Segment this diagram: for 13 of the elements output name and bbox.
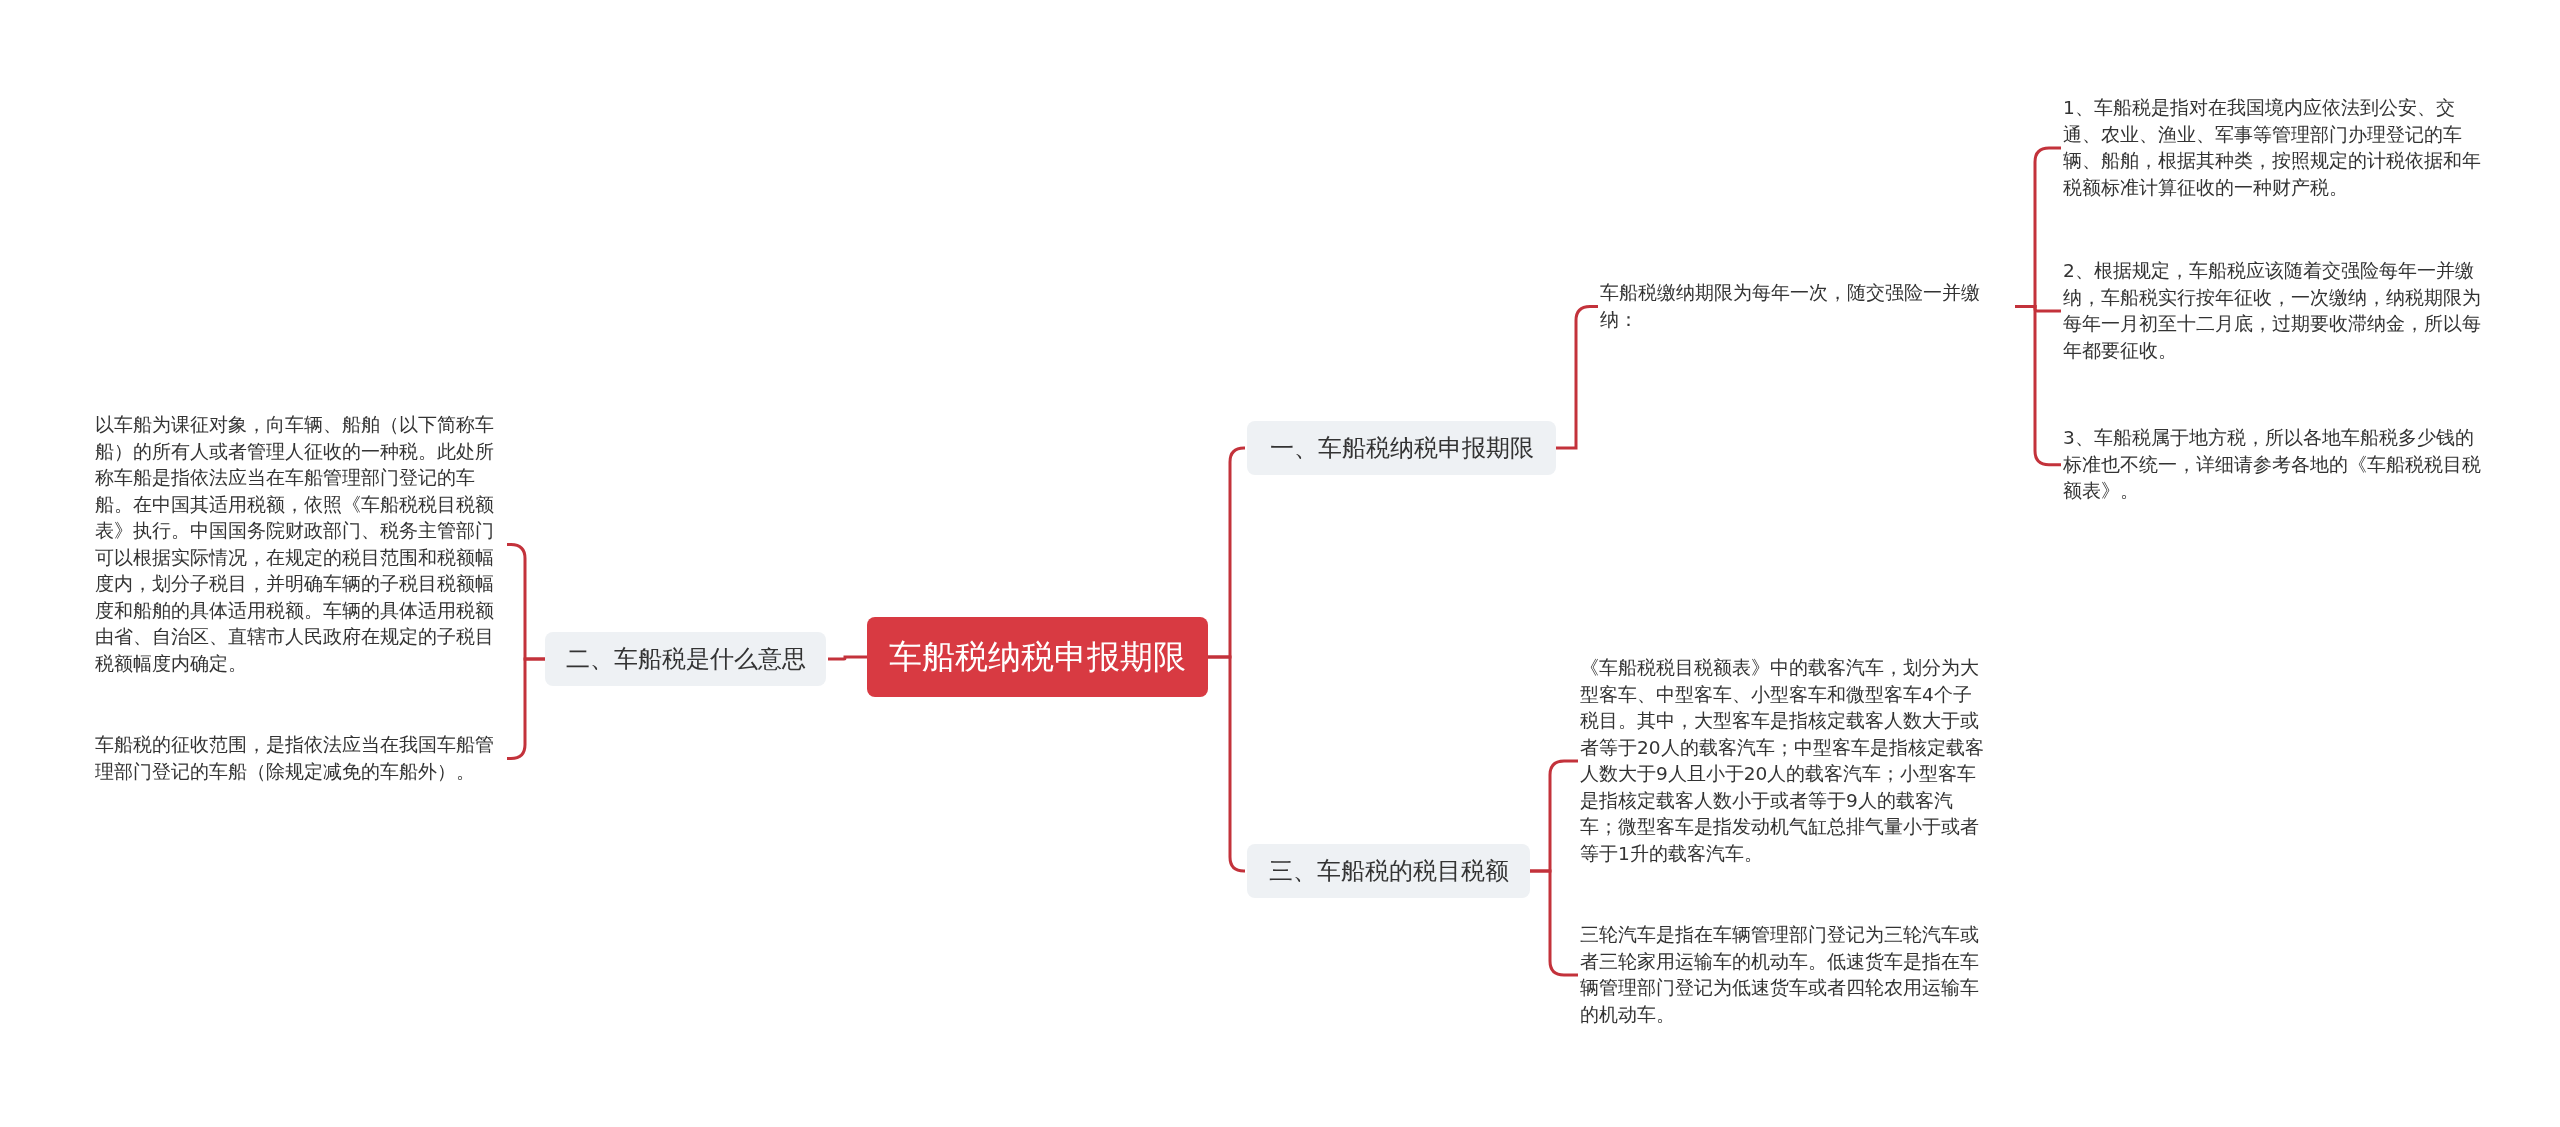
central-topic-box: 车船税纳税申报期限 — [867, 617, 1208, 697]
note-text: 车船税缴纳期限为每年一次，随交强险一并缴纳： — [1600, 280, 2015, 333]
note-text: 3、车船税属于地方税，所以各地车船税多少钱的标准也不统一，详细请参考各地的《车船税税目税额表》。 — [2063, 425, 2483, 505]
topic-box: 二、车船税是什么意思 — [545, 632, 826, 686]
note-text: 《车船税税目税额表》中的载客汽车，划分为大型客车、中型客车、小型客车和微型客车4个子税目。其中，大型客车是指核定载客人数大于或者等于20人的载客汽车；中型客车是指核定载客人数大于9人且小于20人的载客汽车；小型客车是指核定载客人数小于或者等于9人的载客汽车；微型客车是指发动机气缸总排气量小于或者等于1升的载客汽车。 — [1580, 655, 1990, 867]
topic-box: 一、车船税纳税申报期限 — [1247, 421, 1556, 475]
note-text: 2、根据规定，车船税应该随着交强险每年一并缴纳，车船税实行按年征收，一次缴纳，纳税期限为每年一月初至十二月底，过期要收滞纳金，所以每年都要征收。 — [2063, 258, 2483, 364]
note-text: 三轮汽车是指在车辆管理部门登记为三轮汽车或者三轮家用运输车的机动车。低速货车是指在车辆管理部门登记为低速货车或者四轮农用运输车的机动车。 — [1580, 922, 1990, 1028]
note-text: 以车船为课征对象，向车辆、船舶（以下简称车船）的所有人或者管理人征收的一种税。此处所称车船是指依法应当在车船管理部门登记的车船。在中国其适用税额，依照《车船税税目税额表》执行。中国国务院财政部门、税务主管部门可以根据实际情况，在规定的税目范围和税额幅度内，划分子税目，并明确车辆的子税目税额幅度和船舶的具体适用税额。车辆的具体适用税额由省、自治区、直辖市人民政府在规定的子税目税额幅度内确定。 — [95, 412, 505, 677]
connector-line — [828, 655, 867, 661]
note-text: 车船税的征收范围，是指依法应当在我国车船管理部门登记的车船（除规定减免的车船外）。 — [95, 732, 505, 785]
topic-box: 三、车船税的税目税额 — [1247, 844, 1530, 898]
note-text: 1、车船税是指对在我国境内应依法到公安、交通、农业、渔业、军事等管理部门办理登记的车辆、船舶，根据其种类，按照规定的计税依据和年税额标准计算征收的一种财产税。 — [2063, 95, 2483, 201]
